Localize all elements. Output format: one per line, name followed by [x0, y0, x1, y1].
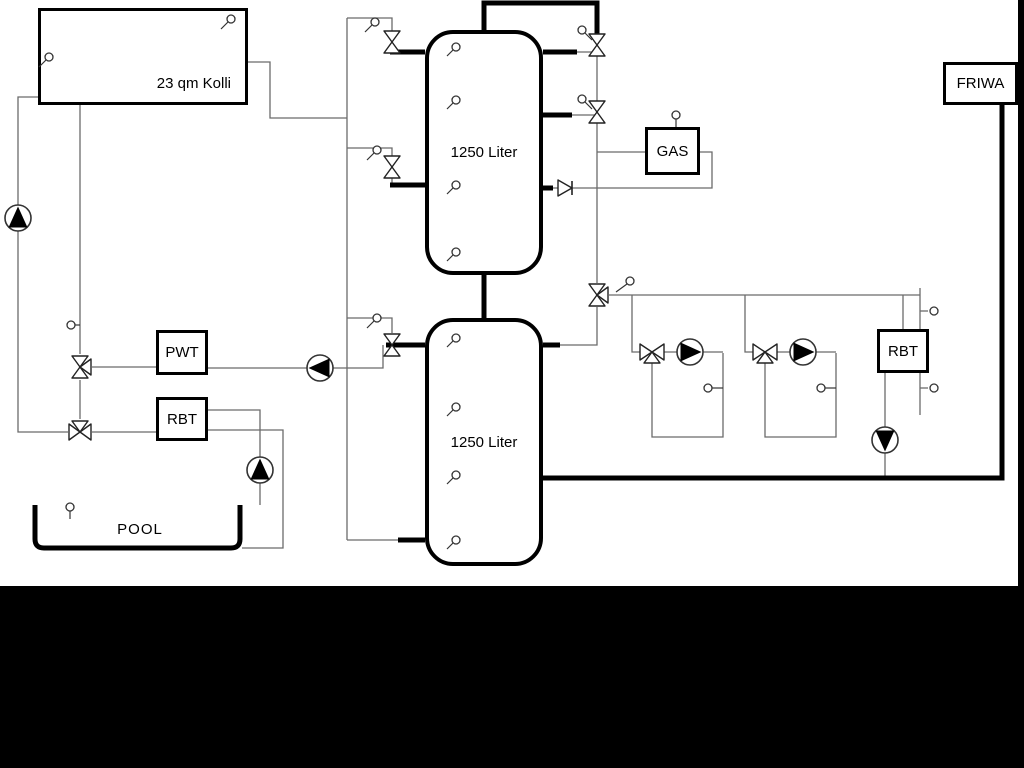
sensor-tank2-1-icon	[446, 333, 461, 348]
sensor-pool-icon	[65, 502, 75, 519]
sensor-tank1-2-icon	[446, 95, 461, 110]
thick-pipes	[32, 0, 1005, 551]
sensor-tank1-4-icon	[446, 247, 461, 262]
thin-pipes	[17, 17, 928, 549]
three-way-valve-heating-supply-icon	[588, 283, 609, 307]
valve-tank2-top-left-icon	[383, 333, 401, 357]
sensor-collector-top-icon	[220, 14, 236, 30]
buffer-tank-top-label: 1250 Liter	[450, 144, 518, 161]
sensor-pwt-line-icon	[66, 320, 80, 330]
buffer-tank-top: 1250 Liter	[425, 30, 543, 275]
pwt-label: PWT	[165, 344, 199, 361]
solar-collector-box: 23 qm Kolli	[38, 8, 248, 105]
gas-label: GAS	[656, 142, 689, 160]
three-way-valve-pwt-icon	[71, 355, 92, 379]
sensor-boiler-mid-icon	[577, 94, 593, 110]
pump-heating-1-icon	[676, 338, 704, 366]
friwa-box: FRIWA	[943, 62, 1018, 105]
pump-solar-icon	[4, 204, 32, 232]
rbt-right-label: RBT	[888, 342, 918, 360]
sensor-gas-boiler-icon	[671, 110, 681, 127]
pump-heating-2-icon	[789, 338, 817, 366]
letterbox-right	[1018, 0, 1024, 586]
pump-pool-icon	[246, 456, 274, 484]
sensor-tank2-3-icon	[446, 470, 461, 485]
valve-boiler-mid-icon	[588, 100, 606, 124]
mixer-valve-heating-1-icon	[639, 343, 665, 364]
sensor-tank1-1-icon	[446, 42, 461, 57]
mixer-valve-heating-2-icon	[752, 343, 778, 364]
sensor-tank1-mid-line-icon	[366, 145, 382, 161]
valve-tank1-top-left-icon	[383, 30, 401, 54]
check-valve-gas-return-icon	[557, 179, 573, 197]
sensor-tank1-3-icon	[446, 180, 461, 195]
pump-rbt-icon	[871, 426, 899, 454]
sensor-tank2-4-icon	[446, 535, 461, 550]
pool-label: POOL	[117, 521, 163, 538]
letterbox-bottom	[0, 586, 1024, 768]
collector-label: 23 qm Kolli	[156, 75, 231, 92]
valve-tank1-mid-left-icon	[383, 155, 401, 179]
rbt-right-box: RBT	[877, 329, 929, 373]
sensor-hx-top-icon	[929, 306, 939, 316]
buffer-tank-bottom: 1250 Liter	[425, 318, 543, 566]
rbt-left-box: RBT	[156, 397, 208, 441]
sensor-tank2-line-icon	[366, 313, 382, 329]
pwt-box: PWT	[156, 330, 208, 375]
three-way-valve-pool-icon	[68, 420, 92, 441]
sensor-solar-line-icon	[364, 17, 380, 33]
pump-charge-icon	[306, 354, 334, 382]
pool-basin-outline	[32, 505, 243, 551]
buffer-tank-bottom-label: 1250 Liter	[450, 433, 518, 451]
sensor-circuit-1-icon	[703, 383, 723, 393]
gas-boiler-box: GAS	[645, 127, 700, 175]
sensor-collector-left-icon	[38, 52, 54, 68]
rbt-left-label: RBT	[167, 410, 197, 428]
sensor-boiler-top-icon	[577, 25, 593, 41]
sensor-tank2-2-icon	[446, 402, 461, 417]
sensor-hx-bottom-icon	[929, 383, 939, 393]
valve-boiler-top-icon	[588, 33, 606, 57]
sensor-circuit-2-icon	[816, 383, 836, 393]
friwa-label: FRIWA	[956, 75, 1005, 92]
sensor-heating-supply-icon	[615, 276, 635, 293]
pipe-layer	[17, 0, 1005, 551]
symbol-layer	[4, 14, 939, 550]
